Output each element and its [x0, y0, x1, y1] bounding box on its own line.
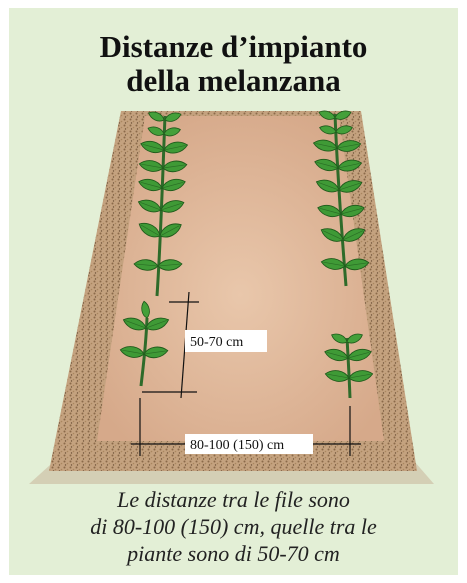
caption-line-1: Le distanze tra le file sono	[117, 487, 350, 512]
title-line-2: della melanzana	[126, 63, 341, 98]
caption-line-3: piante sono di 50-70 cm	[127, 541, 340, 566]
plant-spacing-label: 50-70 cm	[190, 335, 243, 350]
page-title: Distanze d’impianto della melanzana	[9, 30, 458, 98]
infographic-panel: Distanze d’impianto della melanzana	[9, 8, 458, 575]
planting-illustration: 50-70 cm 80-100 (150) cm	[29, 108, 434, 484]
row-spacing-label: 80-100 (150) cm	[190, 438, 284, 453]
plant-spacing-label-bg	[185, 330, 267, 352]
row-spacing-label-bg	[185, 434, 313, 454]
plant-left-young	[119, 300, 171, 387]
plant-right-tall	[311, 108, 370, 287]
title-line-1: Distanze d’impianto	[99, 29, 368, 64]
caption-line-2: di 80-100 (150) cm, quelle tra le	[90, 514, 377, 539]
plant-left-tall	[133, 109, 190, 297]
soil-bed	[97, 116, 384, 441]
plant-right-young	[323, 331, 374, 399]
caption: Le distanze tra le file sono di 80-100 (…	[9, 486, 458, 567]
